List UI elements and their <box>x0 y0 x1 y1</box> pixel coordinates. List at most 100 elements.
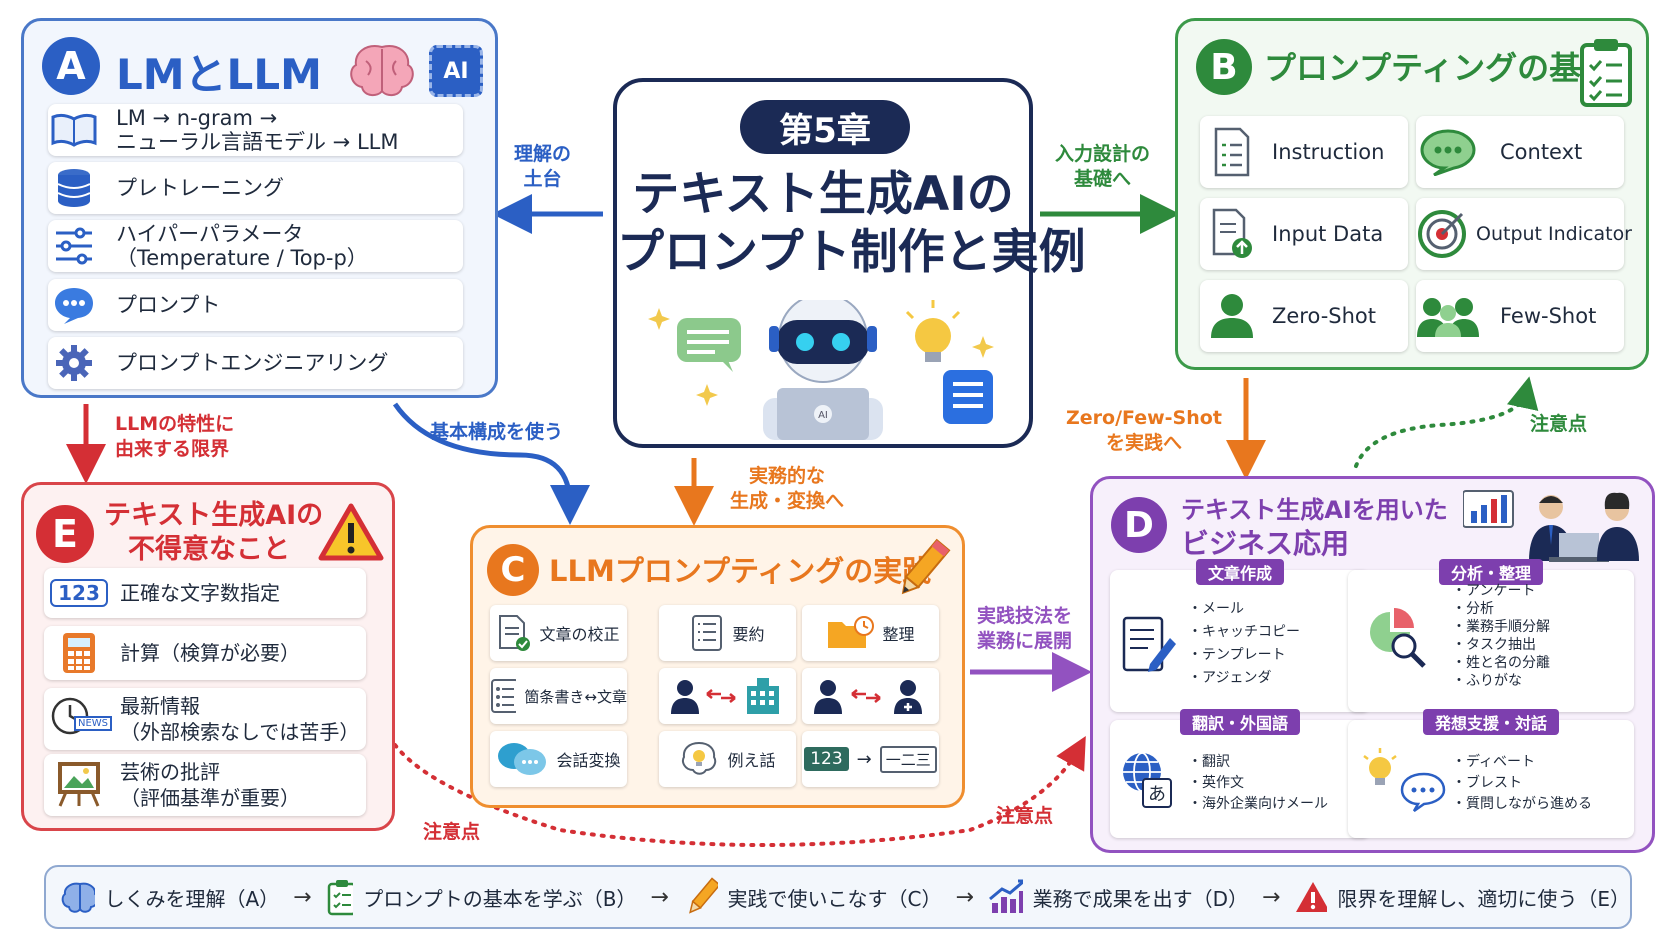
cell-person-to-doctor <box>802 668 939 724</box>
bullet-document-icon <box>491 679 517 713</box>
number-box: 123 <box>804 747 849 771</box>
box-item: ・業務手順分解 <box>1452 619 1550 635</box>
robot-illustration: AI <box>648 300 994 440</box>
arrow-label-d-dotted: 注意点 <box>996 805 1054 827</box>
laptop-label: AI <box>818 410 828 421</box>
center-title-line-1: テキスト生成AIの <box>632 167 1014 222</box>
card-input-data: Input Data <box>1200 198 1408 270</box>
footer-step: プロンプトの基本を学ぶ（B） <box>363 886 637 911</box>
panel-e-row-text: 最新情報（外部検索なしでは苦手） <box>120 693 359 745</box>
row-line-1: プレトレーニング <box>116 176 284 200</box>
row-line-2: （評価基準が重要） <box>120 786 300 810</box>
arrow-label-line: を実践へ <box>1105 432 1182 454</box>
brain-icon <box>61 882 95 913</box>
badge-e: E <box>36 505 94 563</box>
cell-conversation: 会話変換 <box>490 731 627 787</box>
book-icon <box>48 113 100 147</box>
row-line-2: （外部検索なしでは苦手） <box>120 720 360 744</box>
globe-translate-icon: あ <box>1120 750 1176 810</box>
person-to-doctor-icon <box>813 680 922 714</box>
cell-bullets-to-text: 箇条書き↔文章 <box>490 668 627 724</box>
cell-organize: 整理 <box>802 605 939 661</box>
cell-label: 箇条書き↔文章 <box>524 687 627 706</box>
row-line-1: プロンプト <box>116 293 221 317</box>
speech-bubble-icon <box>677 318 741 372</box>
arrow-label-line: 由来する限界 <box>115 438 230 460</box>
box-item: ・姓と名の分離 <box>1452 655 1550 671</box>
arrow-label-b-to-d: Zero/Few-Shot を実践へ <box>1066 406 1222 456</box>
panel-b-title: プロンプティングの基礎 <box>1264 49 1614 87</box>
right-arrow-icon: → <box>856 748 872 770</box>
panel-e-row: 計算（検算が必要） <box>44 626 366 680</box>
card-context: Context <box>1416 116 1624 188</box>
arrow-label-c-to-d: 実践技法を 業務に展開 <box>977 604 1072 654</box>
box-item: ・ふりがな <box>1452 673 1522 689</box>
row-line-1: 芸術の批評 <box>120 760 220 784</box>
document-check-icon <box>499 615 531 651</box>
arrow-label-line: Zero/Few-Shot <box>1066 407 1222 429</box>
database-icon <box>48 168 100 208</box>
box-item: ・質問しながら進める <box>1452 796 1592 812</box>
panel-a-row: ハイパーパラメータ（Temperature / Top-p） <box>48 220 463 272</box>
panel-a-row-text: プレトレーニング <box>116 176 284 200</box>
thought-bulb-icon <box>682 741 717 775</box>
box-analysis: 分析・整理 ・アンケート ・分析 ・業務手順分解 ・タスク抽出 ・姓と名の分離 … <box>1348 559 1634 712</box>
box-ideation: 発想支援・対話 ・ディベート ・ブレスト ・質問しながら進める <box>1348 709 1634 838</box>
person-icon <box>1200 292 1264 340</box>
arrow-label-line: LLMの特性に <box>115 413 235 435</box>
chat-bubble-icon <box>48 285 100 325</box>
panel-e-row: NEWS 最新情報（外部検索なしでは苦手） <box>44 688 366 750</box>
warning-triangle-icon <box>318 503 384 561</box>
card-label: Few-Shot <box>1500 304 1597 328</box>
sparkle-icon <box>648 308 670 330</box>
document-checklist-icon <box>1200 127 1264 177</box>
center-title: テキスト生成AIの プロンプト制作と実例 <box>617 166 1086 282</box>
warning-triangle-icon <box>1296 882 1328 912</box>
cell-person-to-company <box>659 668 796 724</box>
document-pen-icon <box>1122 616 1176 672</box>
footer-step: 限界を理解し、適切に使う（E） <box>1337 886 1630 911</box>
document-upload-icon <box>1200 208 1264 260</box>
chapter-badge: 第5章 <box>740 100 910 154</box>
arrow-label-e-dotted: 注意点 <box>423 821 481 843</box>
box-item: ・翻訳 <box>1188 754 1230 770</box>
row-line-2: ニューラル言語モデル → LLM <box>116 130 399 154</box>
card-label: Instruction <box>1272 140 1385 164</box>
panel-d-title: テキスト生成AIを用いた ビジネス応用 <box>1181 493 1448 561</box>
box-item: ・アンケート <box>1452 583 1536 599</box>
kanji-number-box: 一二三 <box>879 745 937 773</box>
badge-a: A <box>42 37 100 95</box>
panel-e-row-text: 正確な文字数指定 <box>120 580 280 606</box>
gear-icon <box>48 343 100 383</box>
pencil-icon <box>688 877 718 914</box>
arrow-label-line: 実践技法を <box>977 605 1073 627</box>
box-items: ・ディベート ・ブレスト ・質問しながら進める <box>1452 752 1592 815</box>
row-line-1: プロンプトエンジニアリング <box>116 351 389 375</box>
row-line-1: 最新情報 <box>120 694 200 718</box>
card-label: Input Data <box>1272 222 1384 246</box>
arrow-label-line: 理解の <box>514 143 572 165</box>
box-item: ・分析 <box>1452 601 1494 617</box>
brain-icon <box>350 45 414 97</box>
badge-b: B <box>1196 39 1252 95</box>
row-line-1: 計算（検算が必要） <box>120 641 300 665</box>
bulb-chat-icon <box>1363 748 1446 812</box>
person-icon <box>1597 492 1639 561</box>
card-label: Context <box>1500 140 1583 164</box>
panel-e-row-text: 芸術の批評（評価基準が重要） <box>120 759 300 811</box>
panel-a-row: LM → n-gram →ニューラル言語モデル → LLM <box>48 104 463 156</box>
box-item: ・ディベート <box>1452 754 1536 770</box>
arrow-label-d-to-b: 注意点 <box>1530 413 1588 435</box>
panel-a-title: LMとLLM <box>116 50 322 99</box>
card-label: Output Indicator <box>1476 223 1632 245</box>
box-item: ・テンプレート <box>1188 647 1286 663</box>
business-meeting-illustration <box>1463 490 1639 562</box>
chat-bubble-icon <box>1416 128 1480 176</box>
footer-summary-flow: しくみを理解（A） → プロンプトの基本を学ぶ（B） → 実践で使いこなす（C）… <box>44 865 1632 929</box>
cell-summary: 要約 <box>659 605 796 661</box>
center-title-card: 第5章 テキスト生成AIの プロンプト制作と実例 AI <box>613 78 1086 448</box>
folder-icon <box>828 616 875 648</box>
clock-news-icon: NEWS <box>44 696 114 742</box>
lightbulb-icon <box>905 300 961 362</box>
footer-step: 実践で使いこなす（C） <box>727 886 942 911</box>
